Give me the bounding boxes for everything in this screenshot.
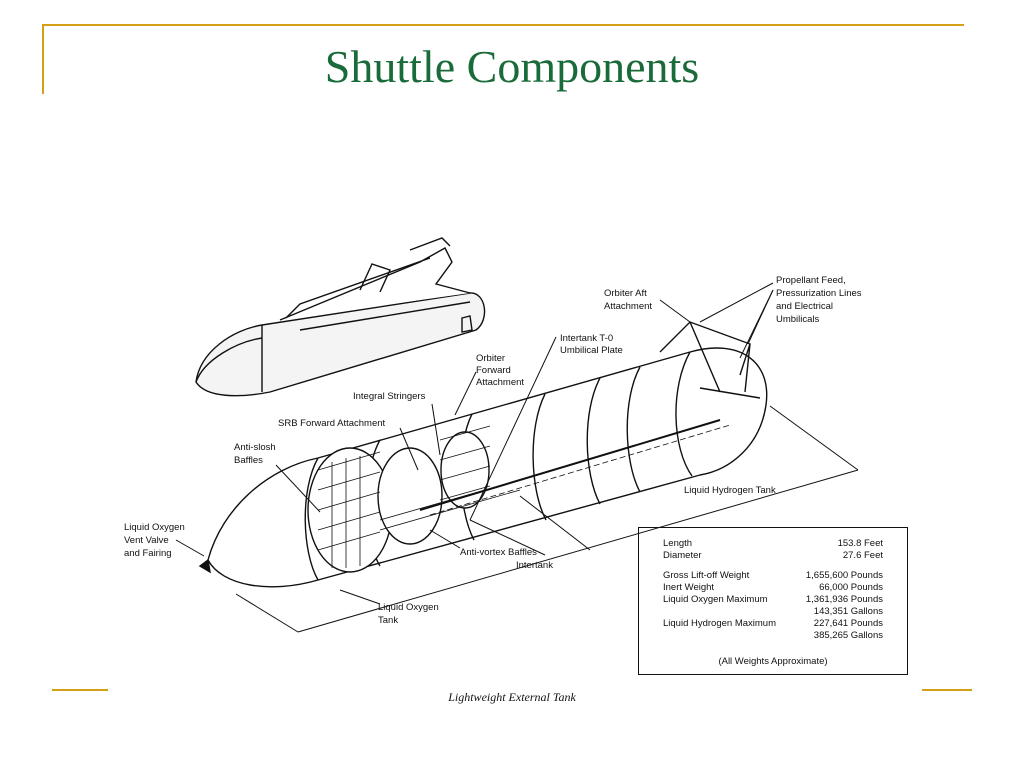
label-orbiter-forward-3: Attachment bbox=[476, 377, 524, 388]
label-intertank-t0-1: Intertank T-0 bbox=[560, 333, 613, 344]
spec-value: 27.6 Feet bbox=[842, 550, 883, 561]
spec-value: 153.8 Feet bbox=[837, 538, 883, 549]
bottom-left-rule bbox=[52, 689, 108, 691]
label-lox-tank-2: Tank bbox=[378, 615, 398, 626]
spec-value: 143,351 Gallons bbox=[813, 606, 883, 617]
spec-label: Length bbox=[663, 538, 693, 549]
label-orbiter-aft-1: Orbiter Aft bbox=[604, 288, 647, 299]
spec-value: 66,000 Pounds bbox=[819, 582, 883, 593]
label-srb-forward: SRB Forward Attachment bbox=[278, 418, 386, 429]
spec-value: 227,641 Pounds bbox=[813, 618, 883, 629]
weights-note: (All Weights Approximate) bbox=[718, 656, 828, 667]
bottom-right-rule bbox=[922, 689, 972, 691]
label-integral-stringers: Integral Stringers bbox=[353, 391, 426, 402]
spec-label: Liquid Oxygen Maximum bbox=[663, 594, 768, 605]
label-intertank-t0-2: Umbilical Plate bbox=[560, 345, 623, 356]
left-rule bbox=[42, 24, 44, 94]
tank-body bbox=[198, 321, 768, 588]
spec-value: 1,361,936 Pounds bbox=[805, 594, 883, 605]
label-lox-vent-2: Vent Valve bbox=[124, 535, 169, 546]
dimension-lines bbox=[235, 405, 859, 633]
label-propellant-feed-4: Umbilicals bbox=[776, 314, 820, 325]
spec-value: 385,265 Gallons bbox=[813, 630, 883, 641]
label-orbiter-aft-2: Attachment bbox=[604, 301, 652, 312]
top-rule bbox=[42, 24, 964, 26]
label-orbiter-forward-1: Orbiter bbox=[476, 353, 505, 364]
spec-value: 1,655,600 Pounds bbox=[805, 570, 883, 581]
callout-labels: Propellant Feed, Pressurization Lines an… bbox=[124, 275, 862, 626]
spec-label: Diameter bbox=[663, 550, 702, 561]
label-lh2-tank: Liquid Hydrogen Tank bbox=[684, 485, 776, 496]
shuttle-stack-illustration bbox=[195, 237, 486, 397]
label-propellant-feed-3: and Electrical bbox=[776, 301, 833, 312]
label-orbiter-forward-2: Forward bbox=[476, 365, 511, 376]
label-lox-tank-1: Liquid Oxygen bbox=[378, 602, 439, 613]
leader-lines bbox=[175, 282, 774, 605]
specifications-table: Length 153.8 Feet Diameter 27.6 Feet Gro… bbox=[638, 527, 908, 675]
label-anti-vortex: Anti-vortex Baffles bbox=[460, 547, 537, 558]
spec-label: Liquid Hydrogen Maximum bbox=[663, 618, 776, 629]
label-lox-vent-3: and Fairing bbox=[124, 548, 172, 559]
label-lox-vent-1: Liquid Oxygen bbox=[124, 522, 185, 533]
label-propellant-feed-2: Pressurization Lines bbox=[776, 288, 862, 299]
slide-title: Shuttle Components bbox=[324, 41, 700, 92]
label-propellant-feed-1: Propellant Feed, bbox=[776, 275, 846, 286]
figure-caption: Lightweight External Tank bbox=[448, 690, 576, 704]
label-anti-slosh-2: Baffles bbox=[234, 455, 263, 466]
spec-label: Gross Lift-off Weight bbox=[663, 570, 750, 581]
label-anti-slosh-1: Anti-slosh bbox=[234, 442, 276, 453]
spec-label: Inert Weight bbox=[663, 582, 715, 593]
label-intertank: Intertank bbox=[516, 560, 553, 571]
